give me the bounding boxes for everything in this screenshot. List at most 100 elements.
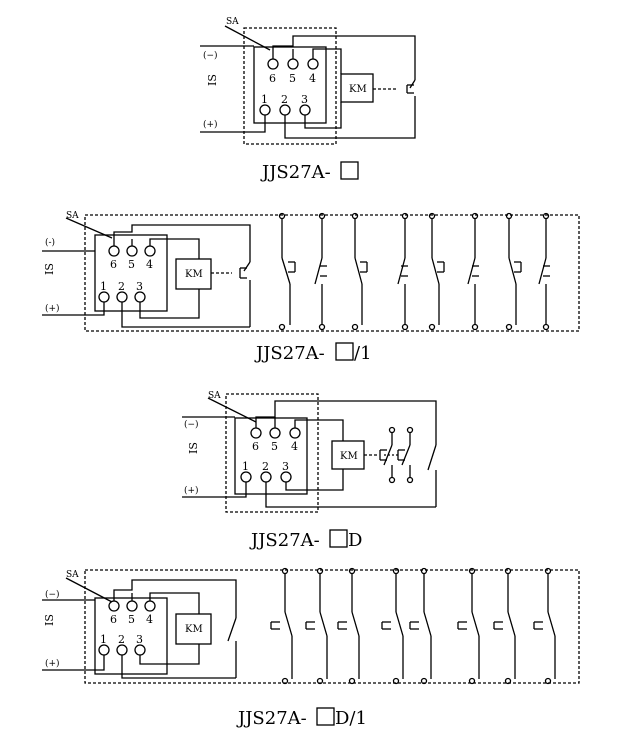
contact-column xyxy=(305,567,328,685)
terminal-label-2: 2 xyxy=(118,280,125,293)
terminal-label-5: 5 xyxy=(289,72,296,85)
diagram-caption-suffix: D/1 xyxy=(335,708,367,729)
terminal-label-3: 3 xyxy=(301,93,308,106)
terminal-label-6: 6 xyxy=(252,440,259,453)
terminal-label-4: 4 xyxy=(146,258,153,271)
caption-square-2 xyxy=(335,342,354,361)
terminal-label-6: 6 xyxy=(110,258,117,271)
diagram-caption-suffix: /1 xyxy=(354,343,372,364)
relay-housing-outline xyxy=(84,569,580,684)
terminal-4 xyxy=(307,58,319,70)
terminal-label-4: 4 xyxy=(291,440,298,453)
terminal-1 xyxy=(259,104,271,116)
side-label: IS xyxy=(43,263,56,275)
terminal-5 xyxy=(126,245,138,257)
terminal-label-2: 2 xyxy=(118,633,125,646)
terminal-label-4: 4 xyxy=(146,613,153,626)
diagram-caption: JJS27A- xyxy=(254,343,325,364)
km-coil xyxy=(175,258,212,290)
terminal-label-3: 3 xyxy=(282,460,289,473)
terminal-2 xyxy=(260,471,272,483)
terminal-label-1: 1 xyxy=(261,93,268,106)
terminal-2 xyxy=(279,104,291,116)
terminal-label-3: 3 xyxy=(136,633,143,646)
sa-label: SA xyxy=(66,211,79,221)
terminal-label-1: 1 xyxy=(100,633,107,646)
diagram-caption: JJS27A- xyxy=(260,162,331,183)
minus-label: (−) xyxy=(184,419,199,430)
km-coil xyxy=(340,73,374,103)
terminal-3 xyxy=(299,104,311,116)
terminal-label-5: 5 xyxy=(128,613,135,626)
terminal-3 xyxy=(280,471,292,483)
plus-label: (+) xyxy=(203,119,218,130)
diagram-caption: JJS27A- xyxy=(236,708,307,729)
terminal-5 xyxy=(287,58,299,70)
relay-housing-outline xyxy=(243,27,337,145)
terminal-label-5: 5 xyxy=(271,440,278,453)
km-label: KM xyxy=(185,624,203,635)
relay-body xyxy=(94,597,168,675)
terminal-4 xyxy=(144,245,156,257)
terminal-4 xyxy=(144,600,156,612)
terminal-1 xyxy=(98,644,110,656)
terminal-label-3: 3 xyxy=(136,280,143,293)
terminal-1 xyxy=(240,471,252,483)
terminal-label-5: 5 xyxy=(128,258,135,271)
diagram-2 xyxy=(42,212,580,332)
diagram-4 xyxy=(42,567,580,685)
contact-column xyxy=(381,567,404,685)
sa-label: SA xyxy=(66,570,79,580)
terminal-6 xyxy=(108,245,120,257)
caption-square-3 xyxy=(329,529,348,548)
sa-label: SA xyxy=(226,17,239,27)
terminal-1 xyxy=(98,291,110,303)
terminal-label-4: 4 xyxy=(309,72,316,85)
relay-body xyxy=(253,46,327,124)
contact-column xyxy=(351,212,368,331)
terminal-6 xyxy=(108,600,120,612)
terminal-label-6: 6 xyxy=(110,613,117,626)
terminal-3 xyxy=(134,644,146,656)
relay-housing-outline xyxy=(84,214,580,332)
contact-column xyxy=(457,567,480,685)
relay-body xyxy=(94,234,168,312)
plus-label: (+) xyxy=(45,303,60,314)
relay-housing-outline xyxy=(225,393,319,513)
contact-column xyxy=(428,212,445,331)
contact-column xyxy=(397,212,409,331)
contact-column xyxy=(270,567,293,685)
terminal-3 xyxy=(134,291,146,303)
terminal-label-1: 1 xyxy=(242,460,249,473)
terminal-5 xyxy=(269,427,281,439)
contact-column xyxy=(337,567,360,685)
minus-label: (−) xyxy=(203,50,218,61)
terminal-5 xyxy=(126,600,138,612)
plus-label: (+) xyxy=(184,485,199,496)
terminal-6 xyxy=(250,427,262,439)
side-label: IS xyxy=(206,74,219,86)
km-label: KM xyxy=(185,269,203,280)
contact-column xyxy=(278,212,296,331)
terminal-2 xyxy=(116,291,128,303)
contact-column xyxy=(505,212,522,331)
terminal-label-2: 2 xyxy=(281,93,288,106)
contact-column xyxy=(493,567,516,685)
minus-label: (−) xyxy=(45,589,60,600)
terminal-6 xyxy=(267,58,279,70)
caption-square-4 xyxy=(316,707,335,726)
diagram-3 xyxy=(182,393,437,513)
sa-label: SA xyxy=(208,391,221,401)
km-coil xyxy=(175,613,212,645)
terminal-2 xyxy=(116,644,128,656)
diagram-caption-suffix: D xyxy=(348,530,362,551)
contact-column xyxy=(409,567,432,685)
km-label: KM xyxy=(340,451,358,462)
plus-label: (+) xyxy=(45,658,60,669)
relay-body xyxy=(234,417,308,495)
diagram-caption: JJS27A- xyxy=(249,530,320,551)
diagram-1 xyxy=(200,25,416,145)
contact-column xyxy=(533,567,556,685)
side-label: IS xyxy=(43,614,56,626)
